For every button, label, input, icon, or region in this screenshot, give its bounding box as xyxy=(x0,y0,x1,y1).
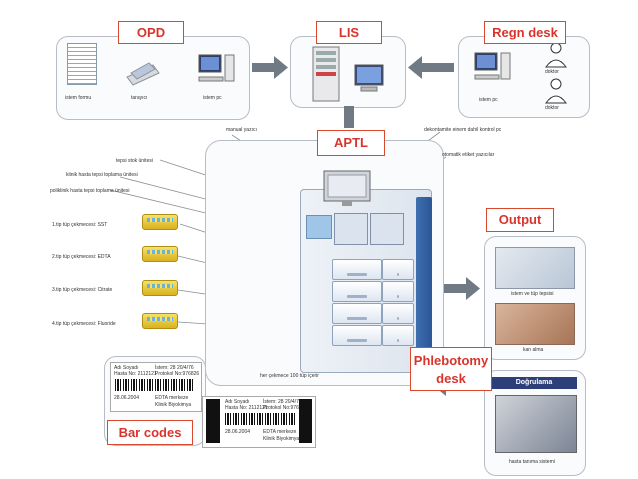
tube-tray-citrate xyxy=(142,280,178,296)
tube-drawer xyxy=(382,281,414,302)
opd-item-3: istem pc xyxy=(203,95,222,101)
barcode-text: Protokol No:976826 xyxy=(155,371,200,377)
output-blood-caption: kan alma xyxy=(523,347,544,353)
blood-draw-photo xyxy=(495,303,575,345)
barcode-text: 28.06.2004 xyxy=(225,429,251,435)
doctor-icon xyxy=(545,78,567,104)
barcode-text: 28.06.2004 xyxy=(114,395,140,401)
scanner-icon xyxy=(126,62,160,86)
aptl-panel: her çekmece 100 tüp içerir xyxy=(205,140,444,386)
lis-panel xyxy=(290,36,406,108)
regn-panel: istem pc doktor doktor xyxy=(458,36,590,118)
tube-drawer xyxy=(332,281,382,302)
tube-label-4: 4.tip tüp çekmecesi: Fluoride xyxy=(52,321,116,327)
barcode-text: Klinik Biyokimya xyxy=(155,402,192,408)
phlebotomy-desk-label: Phlebotomy desk xyxy=(410,347,492,391)
barcode-card-2: Adı Soyadı İstem: 28 20/4/76 Hasta No: 2… xyxy=(202,396,316,448)
output-tray-caption: istem ve tüp tepsisi xyxy=(511,291,554,297)
request-form-icon xyxy=(67,43,97,85)
barcode-text: Adı Soyadı xyxy=(114,365,139,371)
tube-drawer xyxy=(382,325,414,346)
arrow-opd-to-lis xyxy=(252,56,288,79)
barcode-text: Hasta No: 2112121 xyxy=(114,371,157,377)
barcode-text: EDTA merkeze xyxy=(155,395,189,401)
barcode-text: İstem: 28 20/4/76 xyxy=(263,399,302,405)
verification-header: Doğrulama xyxy=(491,377,577,389)
opd-item-2: tarayıcı xyxy=(131,95,148,101)
arrow-regn-to-lis xyxy=(408,56,454,79)
tube-drawer xyxy=(332,303,382,324)
barcode-text: Hasta No: 2112121 xyxy=(225,405,268,411)
bar-codes-label: Bar codes xyxy=(107,420,193,445)
barcode-side-tag xyxy=(206,399,220,443)
aptl-label: APTL xyxy=(317,130,385,156)
opd-label: OPD xyxy=(118,21,184,44)
tray-stock-note: tepsi stok ünitesi xyxy=(116,158,153,164)
tube-label-3: 3.tip tüp çekmecesi: Citrate xyxy=(52,287,113,293)
output-label: Output xyxy=(486,208,554,232)
barcode-text: EDTA merkeze xyxy=(263,429,297,435)
opd-panel: istem formu tarayıcı istem pc xyxy=(56,36,250,120)
manual-printer-note: manual yazıcı xyxy=(226,127,257,133)
tube-tray-fluoride xyxy=(142,313,178,329)
lis-label: LIS xyxy=(316,21,382,44)
barcode-scanner-photo xyxy=(495,395,577,453)
regn-item-3: istem pc xyxy=(479,97,498,103)
barcode-card-1: Adı Soyadı İstem: 28 20/4/76 Hasta No: 2… xyxy=(110,362,202,412)
server-icon xyxy=(312,46,340,102)
regn-desk-label: Regn desk xyxy=(484,21,566,44)
label-printer xyxy=(334,213,368,245)
verification-panel: Doğrulama hasta tanıma sistemi xyxy=(484,370,586,476)
barcode-bars xyxy=(225,413,295,425)
tube-label-1: 1.tip tüp çekmecesi: SST xyxy=(52,222,108,228)
tube-tray-edta xyxy=(142,246,178,262)
decontam-pc-note: dekontamite einem dahil kontrol pc xyxy=(424,127,502,133)
monitor-icon xyxy=(323,170,371,206)
label-printer xyxy=(370,213,404,245)
clinic-tray-note: klinik hasta tepsi toplama ünitesi xyxy=(66,172,138,178)
tube-drawer xyxy=(382,259,414,280)
capacity-note: her çekmece 100 tüp içerir xyxy=(260,373,319,379)
regn-item-1: doktor xyxy=(545,69,559,75)
barcode-text: İstem: 28 20/4/76 xyxy=(155,365,194,371)
connector-lis-aptl xyxy=(344,106,354,128)
computer-icon xyxy=(198,54,235,82)
barcode-text: Adı Soyadı xyxy=(225,399,250,405)
barcode-text: Klinik Biyokimya xyxy=(263,436,300,442)
tube-tray-sst xyxy=(142,214,178,230)
auto-label-note: otomatik etiket yazıcılar xyxy=(442,152,495,158)
tube-drawer xyxy=(332,259,382,280)
tray-photo xyxy=(495,247,575,289)
output-panel: istem ve tüp tepsisi kan alma xyxy=(484,236,586,360)
doctor-icon xyxy=(545,42,567,68)
computer-icon xyxy=(474,52,511,80)
tube-drawer xyxy=(332,325,382,346)
blue-tray-unit xyxy=(306,215,332,239)
barcode-side-tag xyxy=(299,399,312,443)
tube-label-2: 2.tip tüp çekmecesi: EDTA xyxy=(52,254,111,260)
opd-item-1: istem formu xyxy=(65,95,92,101)
regn-item-2: doktor xyxy=(545,105,559,111)
monitor-icon xyxy=(354,64,384,92)
machine-side-panel xyxy=(416,197,432,367)
verification-caption: hasta tanıma sistemi xyxy=(509,459,555,465)
tube-drawer xyxy=(382,303,414,324)
barcode-text: Protokol No:976826 xyxy=(263,405,308,411)
polyclinic-tray-note: poliklinik hasta tepsi toplama ünitesi xyxy=(50,188,130,194)
barcode-bars xyxy=(115,379,195,391)
arrow-machine-to-output xyxy=(442,277,480,300)
